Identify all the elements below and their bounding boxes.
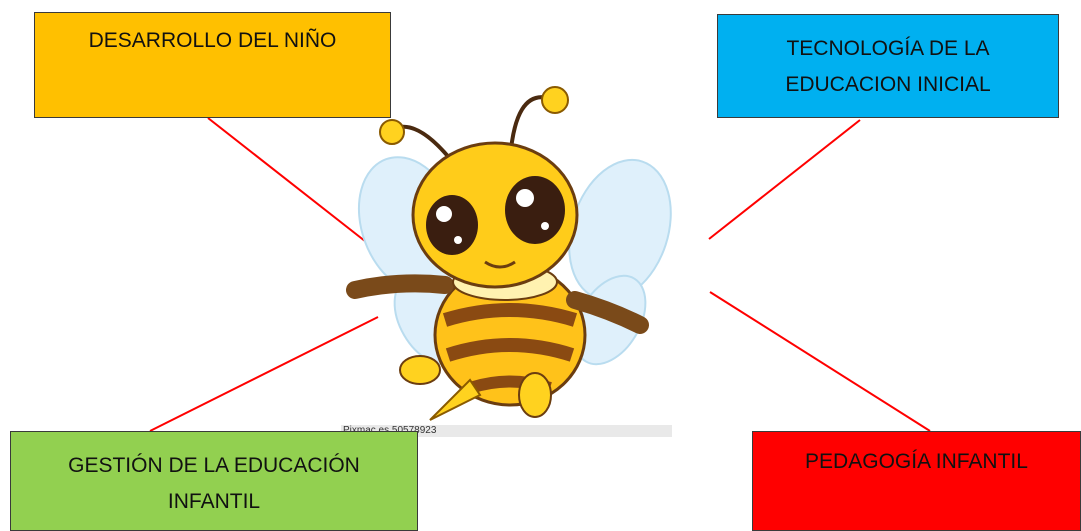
node-label-line: INFANTIL [167, 490, 261, 513]
image-watermark: Pixmac es 50578923 [341, 425, 672, 437]
connector-top-right [708, 119, 861, 240]
node-label-line: GESTIÓN DE LA EDUCACIÓN [68, 454, 360, 477]
node-desarrollo-del-nino: DESARROLLO DEL NIÑO [34, 12, 391, 118]
node-label-line: PEDAGOGÍA INFANTIL [805, 450, 1028, 473]
connector-top-left [207, 117, 371, 246]
bee-icon [346, 86, 672, 421]
node-label-line: TECNOLOGÍA DE LA [786, 37, 990, 60]
connector-bottom-left [149, 316, 379, 432]
node-pedagogia-infantil: PEDAGOGÍA INFANTIL [752, 431, 1081, 531]
node-tecnologia-educacion-inicial: TECNOLOGÍA DE LA EDUCACION INICIAL [717, 14, 1059, 118]
node-label-line: EDUCACION INICIAL [785, 73, 991, 96]
connector-bottom-right [709, 291, 931, 432]
node-gestion-educacion-infantil: GESTIÓN DE LA EDUCACIÓN INFANTIL [10, 431, 418, 531]
node-label-line: DESARROLLO DEL NIÑO [88, 29, 337, 52]
